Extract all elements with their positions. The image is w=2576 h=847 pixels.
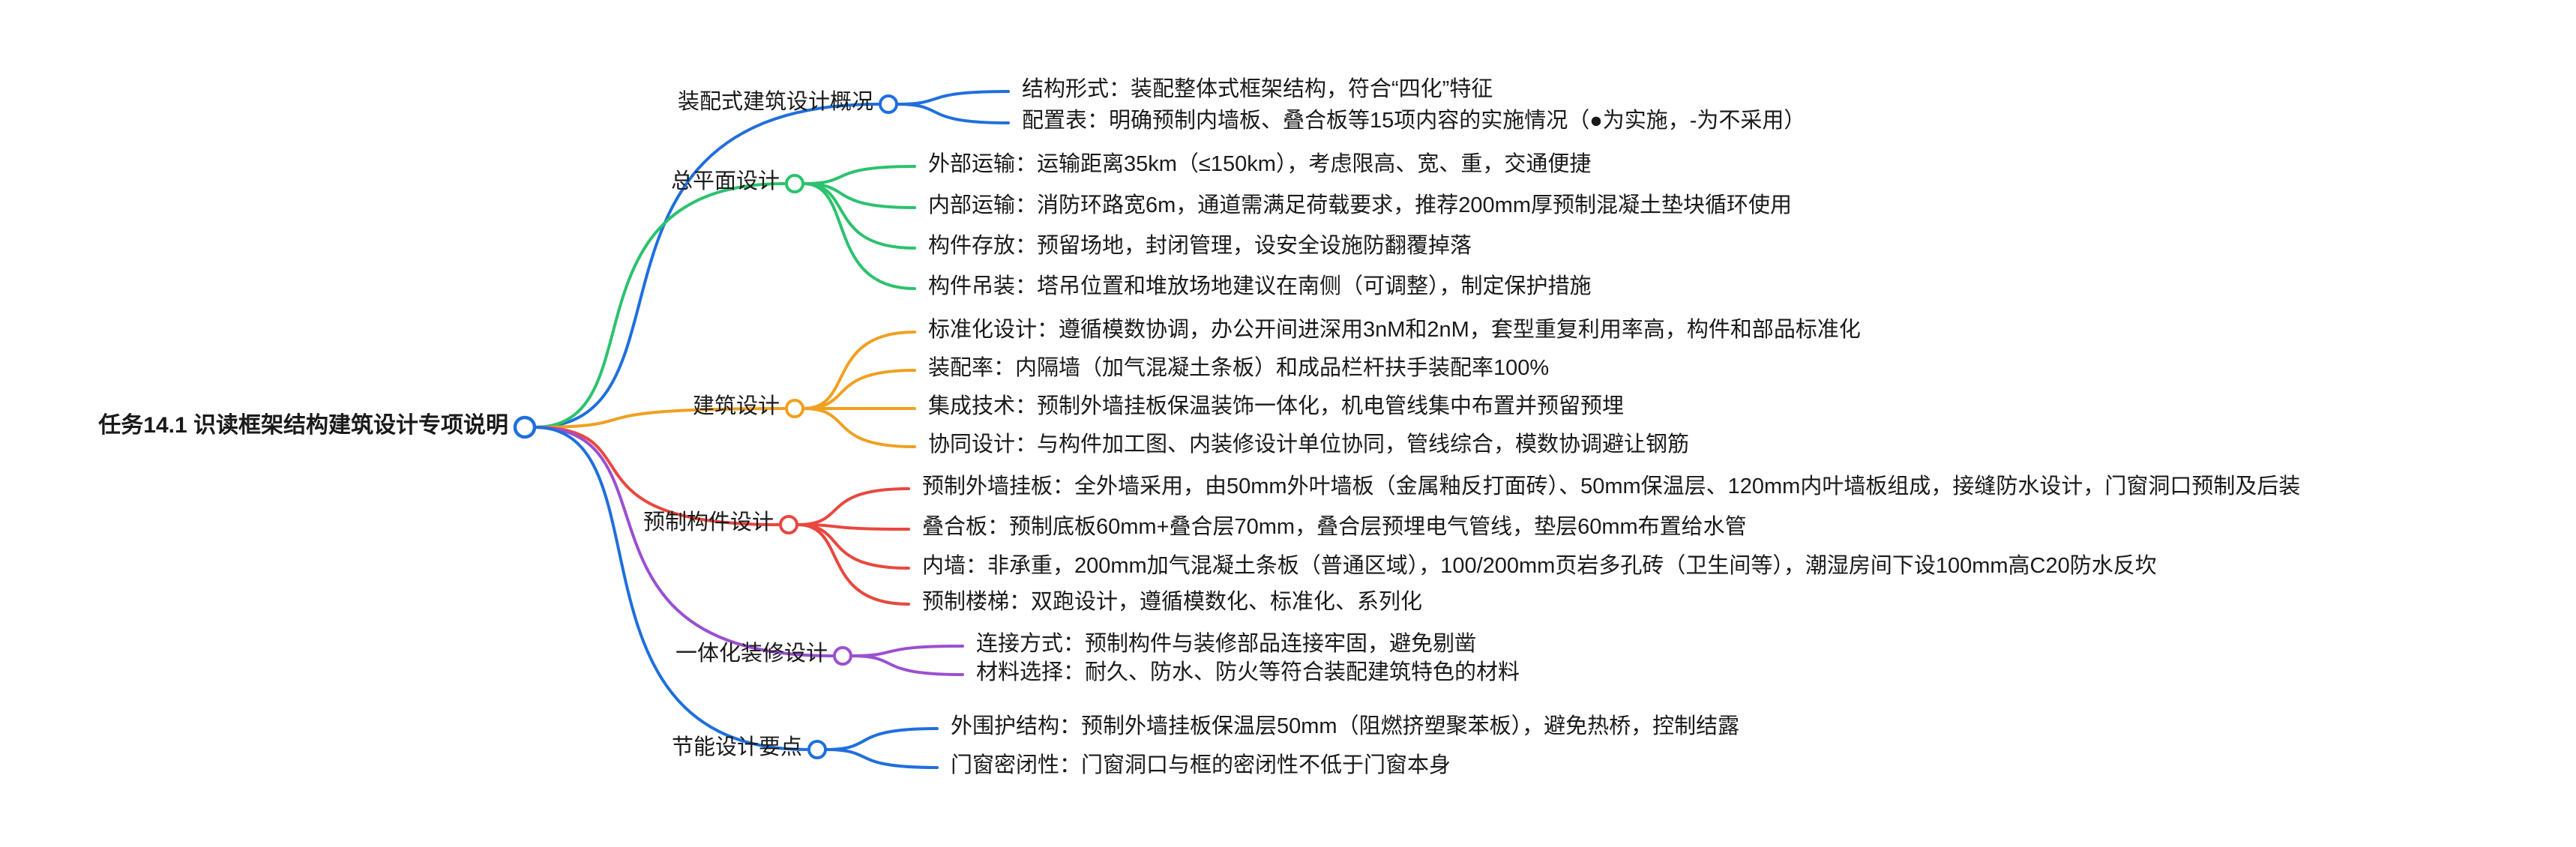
- mind-map-edge: [802, 182, 916, 209]
- mind-map-node-dot[interactable]: [833, 646, 852, 666]
- leaf-node-label: 协同设计：与构件加工图、内装修设计单位协同，管线综合，模数协调避让钢筋: [928, 432, 1690, 456]
- mind-map-edge: [796, 523, 910, 606]
- mind-map-edge: [533, 182, 786, 429]
- root-node-label: 任务14.1 识读框架结构建筑设计专项说明: [98, 413, 508, 438]
- mind-map-node-dot[interactable]: [807, 740, 827, 759]
- leaf-node-label: 内墙：非承重，200mm加气混凝土条板（普通区域），100/200mm页岩多孔砖…: [922, 554, 2157, 578]
- leaf-node-label: 构件存放：预留场地，封闭管理，设安全设施防翻覆掉落: [928, 234, 1472, 258]
- mind-map-edge: [896, 90, 1010, 106]
- leaf-node-label: 构件吊装：塔吊位置和堆放场地建议在南侧（可调整），制定保护措施: [928, 274, 1592, 298]
- leaf-node-label: 门窗密闭性：门窗洞口与框的密闭性不低于门窗本身: [951, 753, 1451, 777]
- mind-map-edge: [796, 487, 910, 526]
- mind-map-edge: [802, 407, 916, 448]
- branch-node-label: 总平面设计: [670, 169, 780, 193]
- mind-map-node-dot[interactable]: [879, 94, 898, 114]
- leaf-node-label: 结构形式：装配整体式框架结构，符合“四化”特征: [1022, 77, 1493, 101]
- mind-map-edge: [825, 748, 939, 769]
- leaf-node-label: 内部运输：消防环路宽6m，通道需满足荷载要求，推荐200mm厚预制混凝土垫块循环…: [928, 193, 1792, 217]
- mind-map-edge: [850, 654, 964, 676]
- mind-map-edge: [802, 182, 916, 250]
- mind-map-node-dot[interactable]: [785, 174, 804, 193]
- mind-map-edge: [850, 645, 964, 657]
- leaf-node-label: 连接方式：预制构件与装修部品连接牢固，避免剔凿: [976, 632, 1477, 656]
- branch-node-label: 一体化装修设计: [675, 642, 828, 666]
- branch-node-label: 节能设计要点: [671, 735, 802, 759]
- leaf-node-label: 叠合板：预制底板60mm+叠合层70mm，叠合层预埋电气管线，垫层60mm布置给…: [922, 515, 1747, 539]
- branch-node-label: 预制构件设计: [643, 510, 774, 534]
- mind-map-edge: [896, 103, 1010, 124]
- mind-map-edge: [533, 103, 879, 429]
- mind-map-edge: [533, 426, 808, 751]
- leaf-node-label: 集成技术：预制外墙挂板保温装饰一体化，机电管线集中布置并预留预埋: [928, 394, 1625, 418]
- mind-map-edge: [796, 523, 910, 531]
- leaf-node-label: 外部运输：运输距离35km（≤150km），考虑限高、宽、重，交通便捷: [928, 152, 1592, 176]
- mind-map-edge: [825, 727, 939, 751]
- mind-map-edge: [802, 182, 916, 290]
- branch-node-label: 建筑设计: [692, 394, 780, 418]
- mind-map-edge: [802, 369, 916, 410]
- mind-map-edge: [796, 523, 910, 570]
- mind-map-node-dot[interactable]: [785, 399, 804, 418]
- leaf-node-label: 标准化设计：遵循模数协调，办公开间进深用3nM和2nM，套型重复利用率高，构件和…: [928, 318, 1861, 342]
- mind-map-edge: [533, 426, 834, 657]
- leaf-node-label: 材料选择：耐久、防水、防火等符合装配建筑特色的材料: [976, 660, 1520, 684]
- leaf-node-label: 预制楼梯：双跑设计，遵循模数化、标准化、系列化: [922, 590, 1423, 614]
- mind-map-edge: [802, 331, 916, 410]
- branch-node-label: 装配式建筑设计概况: [677, 90, 873, 114]
- mind-map-node-dot[interactable]: [513, 415, 537, 439]
- mind-map-edge: [802, 165, 916, 185]
- mind-map-node-dot[interactable]: [779, 515, 798, 534]
- leaf-node-label: 外围护结构：预制外墙挂板保温层50mm（阻燃挤塑聚苯板），避免热桥，控制结露: [951, 714, 1740, 738]
- leaf-node-label: 预制外墙挂板：全外墙采用，由50mm外叶墙板（金属釉反打面砖）、50mm保温层、…: [922, 474, 2301, 498]
- leaf-node-label: 装配率：内隔墙（加气混凝土条板）和成品栏杆扶手装配率100%: [928, 356, 1550, 380]
- leaf-node-label: 配置表：明确预制内墙板、叠合板等15项内容的实施情况（●为实施，-为不采用）: [1022, 109, 1806, 133]
